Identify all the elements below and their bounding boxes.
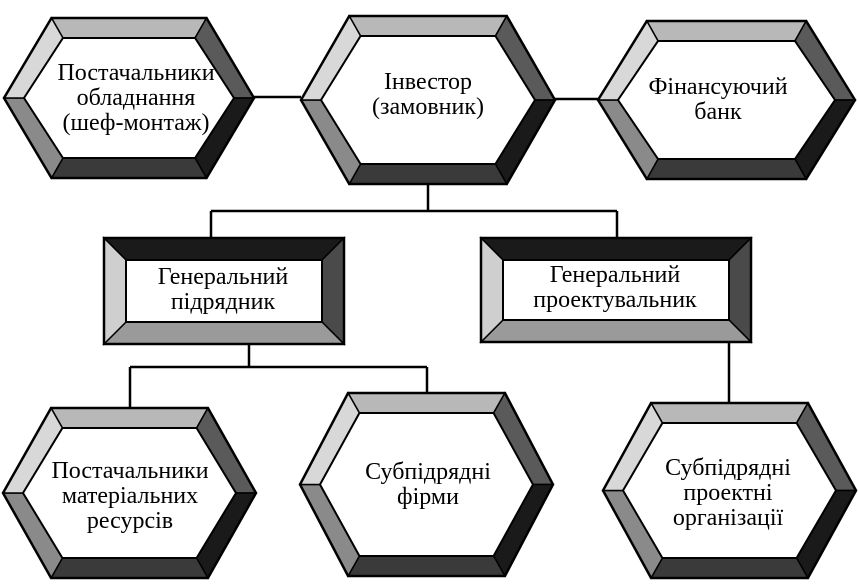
hexagon-bevel-facet	[346, 555, 507, 577]
hexagon-outline	[299, 14, 557, 186]
hexagon-face	[621, 422, 838, 559]
hexagon-bevel-facet	[649, 402, 810, 424]
hexagon-bevel-facet	[50, 17, 208, 39]
node-equipment-suppliers	[2, 16, 256, 180]
connectors	[128, 95, 731, 408]
rectangle-outline	[479, 236, 753, 344]
hexagon-outline	[2, 16, 256, 180]
nodes	[1, 14, 858, 580]
hexagon-bevel-facet	[49, 407, 210, 429]
rectangle-bevel-facet	[102, 321, 346, 345]
rectangle-outline	[102, 236, 346, 346]
hexagon-bevel-facet	[50, 157, 208, 179]
node-design-subcontractors	[601, 401, 858, 580]
hexagon-bevel-facet	[347, 15, 509, 37]
hexagon-face	[22, 37, 236, 159]
node-subcontractors	[298, 391, 555, 578]
node-financing-bank	[596, 19, 857, 181]
hexagon-bevel-facet	[346, 392, 507, 414]
node-general-contractor	[102, 236, 346, 346]
node-investor	[299, 14, 557, 186]
rectangle-face	[125, 259, 323, 323]
hexagon-outline	[1, 406, 258, 580]
hexagon-bevel-facet	[49, 557, 210, 579]
hexagon-face	[319, 35, 537, 165]
rectangle-bevel-facet	[102, 237, 346, 261]
node-general-designer	[479, 236, 753, 344]
hexagon-bevel-facet	[649, 557, 810, 579]
hexagon-face	[21, 427, 238, 559]
hexagon-bevel-facet	[347, 163, 509, 185]
hexagon-face	[616, 40, 837, 160]
rectangle-bevel-facet	[479, 319, 753, 343]
rectangle-bevel-facet	[479, 237, 753, 261]
hexagon-outline	[601, 401, 858, 580]
rectangle-face	[502, 259, 730, 321]
hexagon-face	[318, 412, 535, 557]
hexagon-outline	[596, 19, 857, 181]
hexagon-bevel-facet	[645, 158, 808, 180]
hexagon-outline	[298, 391, 555, 578]
node-material-suppliers	[1, 406, 258, 580]
hexagon-bevel-facet	[645, 20, 808, 42]
